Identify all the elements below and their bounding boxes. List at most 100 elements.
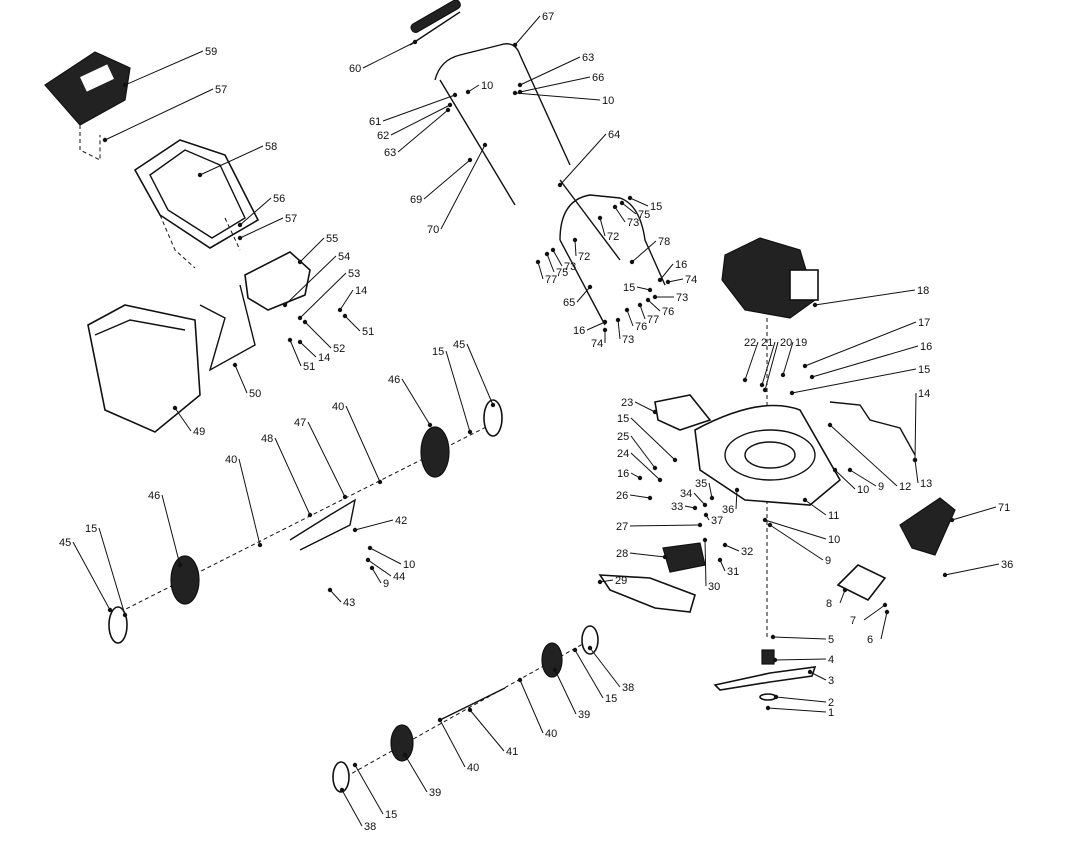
callout-49: 49: [172, 405, 205, 438]
part-number-label: 61: [369, 116, 381, 128]
leader-line: [546, 253, 555, 273]
part-number-label: 41: [506, 746, 518, 758]
part-number-label: 15: [85, 523, 97, 535]
fastener-point: [452, 92, 458, 98]
fastener-point: [619, 200, 625, 206]
part-number-label: 63: [582, 52, 594, 64]
part-number-label: 16: [617, 468, 629, 480]
fastener-point: [602, 319, 608, 325]
fastener-point: [629, 259, 635, 265]
leader-line: [599, 217, 606, 237]
leader-line: [344, 315, 361, 332]
part-number-label: 15: [650, 201, 662, 213]
fastener-point: [692, 505, 698, 511]
leader-line: [199, 145, 264, 176]
part-number-label: 62: [377, 130, 389, 142]
fastener-point: [552, 667, 558, 673]
fastener-point: [122, 82, 128, 88]
fastener-point: [282, 302, 288, 308]
catcher-top-frame: [133, 139, 260, 249]
fastener-point: [780, 372, 786, 378]
part-number-label: 73: [622, 334, 634, 346]
part-number-label: 43: [343, 597, 355, 609]
fastener-point: [297, 339, 303, 345]
leader-line: [764, 341, 779, 391]
leader-line: [519, 76, 591, 93]
leader-line: [239, 217, 284, 239]
leader-line: [791, 368, 917, 394]
callout-14: 14: [912, 388, 930, 463]
leader-line: [161, 494, 181, 566]
part-number-label: 72: [578, 251, 590, 263]
callout-62: 62: [377, 102, 453, 142]
part-number-label: 15: [432, 346, 444, 358]
mulch-plug: [662, 542, 706, 573]
part-number-label: 42: [395, 515, 407, 527]
fastener-point: [702, 537, 708, 543]
fastener-point: [773, 694, 779, 700]
part-number-label: 50: [249, 388, 261, 400]
callout-61: 61: [369, 92, 458, 128]
callout-23: 23: [621, 397, 658, 415]
leader-line: [617, 319, 621, 340]
callout-26: 26: [616, 490, 653, 502]
fastener-point: [652, 409, 658, 415]
leader-line: [693, 492, 706, 506]
leader-line: [299, 341, 317, 358]
part-number-label: 75: [556, 267, 568, 279]
leader-line: [744, 341, 759, 381]
fastener-point: [297, 259, 303, 265]
leader-line: [630, 435, 656, 469]
fastener-point: [107, 607, 113, 613]
leader-line: [704, 539, 707, 587]
leader-line: [772, 636, 827, 640]
part-number-label: 40: [467, 762, 479, 774]
fastener-point: [232, 362, 238, 368]
leader-line: [299, 272, 347, 319]
callout-52: 52: [302, 319, 345, 355]
part-number-label: 77: [545, 274, 557, 286]
leader-line: [626, 309, 634, 327]
part-number-label: 10: [403, 559, 415, 571]
leader-line: [636, 286, 651, 291]
fastener-point: [237, 222, 243, 228]
callout-75: 75: [544, 251, 568, 279]
leader-line: [367, 559, 392, 577]
part-number-label: 39: [429, 787, 441, 799]
part-number-label: 71: [998, 502, 1010, 514]
callout-28: 28: [616, 548, 668, 560]
fastener-point: [517, 82, 523, 88]
part-number-label: 49: [193, 426, 205, 438]
part-number-label: 8: [826, 598, 832, 610]
part-number-label: 51: [303, 361, 315, 373]
callout-51: 51: [287, 337, 315, 373]
leader-line: [552, 249, 563, 267]
part-number-label: 53: [348, 268, 360, 280]
fastener-point: [722, 542, 728, 548]
part-number-label: 39: [578, 709, 590, 721]
fastener-point: [369, 565, 375, 571]
callout-67: 67: [512, 11, 554, 48]
part-number-label: 19: [795, 337, 807, 349]
fastener-point: [645, 297, 651, 303]
part-number-label: 77: [647, 314, 659, 326]
callout-40: 40: [437, 717, 479, 774]
part-number-label: 64: [608, 129, 620, 141]
fastener-point: [807, 669, 813, 675]
part-number-label: 15: [918, 364, 930, 376]
fastener-point: [550, 247, 556, 253]
part-number-label: 30: [708, 581, 720, 593]
leader-line: [586, 321, 606, 331]
callout-31: 31: [717, 557, 739, 578]
callout-37: 37: [703, 512, 723, 527]
fastener-point: [337, 307, 343, 313]
part-number-label: 16: [675, 259, 687, 271]
callout-55: 55: [297, 233, 338, 265]
leader-line: [804, 321, 917, 367]
part-number-label: 76: [635, 321, 647, 333]
part-number-label: 15: [605, 693, 617, 705]
part-number-label: 9: [878, 481, 884, 493]
leader-line: [589, 647, 621, 688]
callout-74: 74: [591, 327, 608, 350]
fastener-point: [465, 89, 471, 95]
